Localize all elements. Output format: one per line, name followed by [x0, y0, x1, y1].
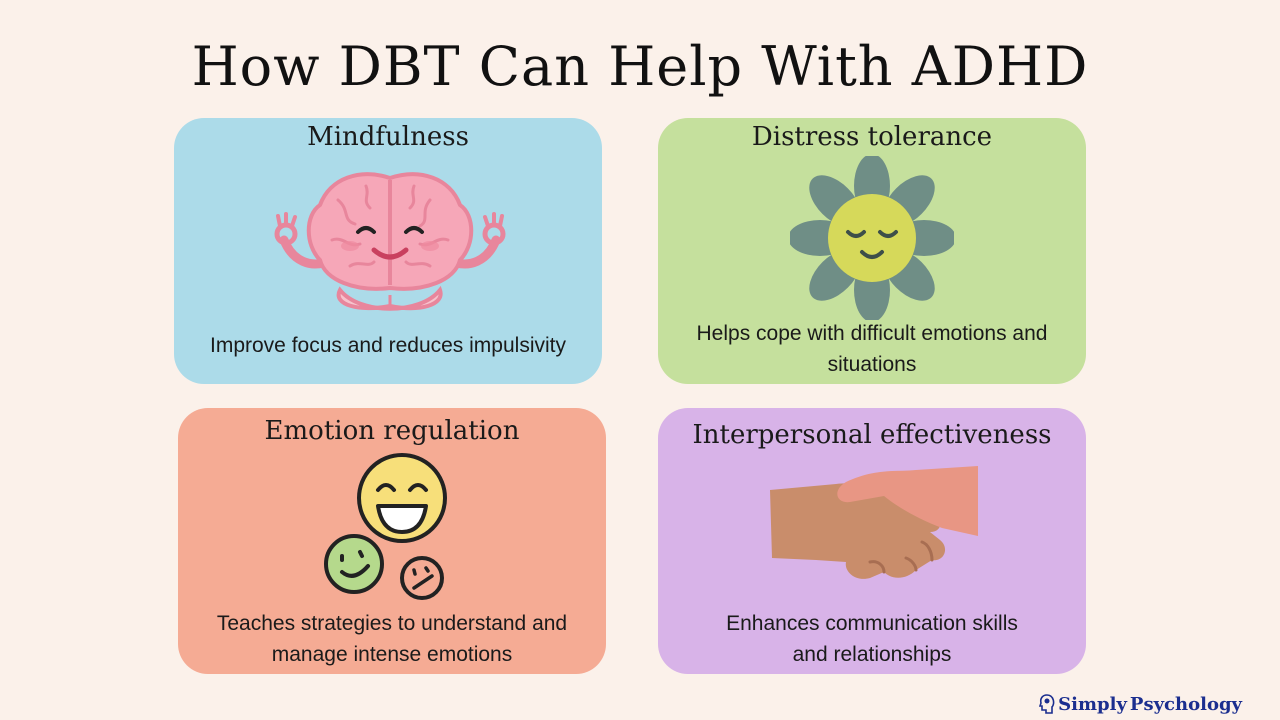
card-description: Enhances communication skills and relati…	[658, 608, 1086, 670]
card-interpersonal-effectiveness: Interpersonal effectiveness Enhances com…	[658, 408, 1086, 674]
meditating-brain-icon	[274, 172, 506, 311]
description-line: Improve focus and reduces impulsivity	[210, 334, 566, 357]
card-description: Teaches strategies to understand and man…	[178, 608, 606, 670]
description-line: manage intense emotions	[271, 643, 513, 666]
brain-head-icon	[1039, 694, 1055, 714]
description-line: Enhances communication skills	[726, 612, 1018, 635]
card-description: Helps cope with difficult emotions and s…	[658, 318, 1086, 380]
card-title: Mindfulness	[307, 122, 469, 152]
description-line: Teaches strategies to understand and	[216, 612, 568, 635]
page-title: How DBT Can Help With ADHD	[191, 35, 1089, 98]
card-mindfulness: Mindfulness Improve focus and reduces im…	[174, 118, 602, 384]
brand-psychology-text: Psychology	[1129, 693, 1242, 715]
description-line: and relationships	[792, 643, 952, 666]
smiling-flower-icon	[790, 156, 954, 320]
card-emotion-regulation: Emotion regulation Teaches strategies to…	[178, 408, 606, 674]
card-title: Interpersonal effectiveness	[692, 420, 1052, 450]
emotion-faces-icon	[324, 453, 447, 600]
card-distress-tolerance: Distress tolerance Helps cope with diffi…	[658, 118, 1086, 384]
card-title: Distress tolerance	[751, 122, 993, 152]
description-line: situations	[827, 353, 917, 376]
card-title: Emotion regulation	[264, 416, 520, 446]
brand-simply-text: Simply	[1058, 693, 1127, 715]
card-description: Improve focus and reduces impulsivity	[174, 330, 602, 361]
description-line: Helps cope with difficult emotions and	[696, 322, 1048, 345]
handshake-icon	[770, 466, 978, 579]
